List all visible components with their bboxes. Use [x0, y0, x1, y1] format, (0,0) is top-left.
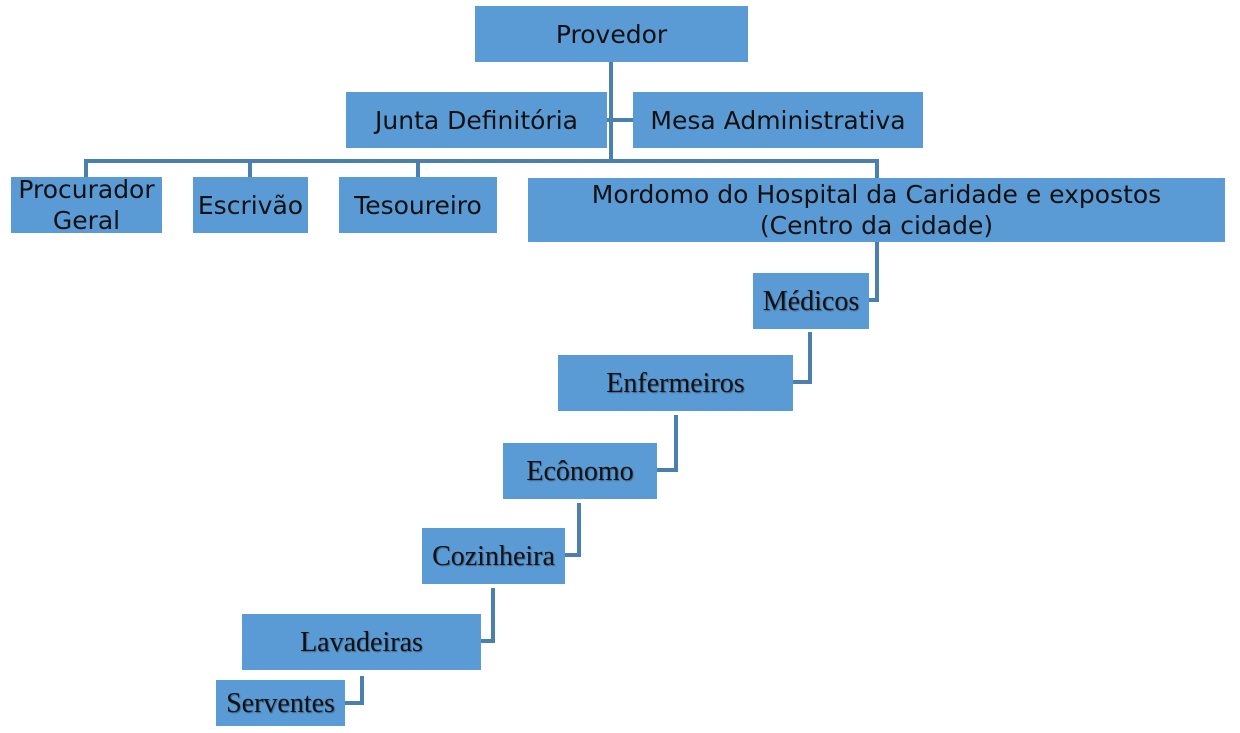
connector-lavadeiras — [479, 588, 495, 643]
node-escrivao-label: Escrivão — [197, 190, 304, 220]
node-medicos-label: Médicos — [762, 285, 860, 317]
node-lavadeiras-label: Lavadeiras — [300, 626, 423, 658]
node-economo-label: Ecônomo — [526, 455, 634, 487]
node-enfermeiros: Enfermeiros — [558, 355, 793, 411]
node-mesa-administrativa-label: Mesa Administrativa — [650, 105, 906, 135]
node-serventes: Serventes — [216, 680, 345, 726]
node-cozinheira-label: Cozinheira — [432, 540, 555, 572]
node-provedor: Provedor — [475, 6, 748, 62]
node-lavadeiras: Lavadeiras — [242, 614, 481, 670]
node-mordomo: Mordomo do Hospital da Caridade e expost… — [528, 178, 1225, 242]
connector-economo — [655, 415, 678, 472]
node-junta-definitoria: Junta Definitória — [346, 92, 607, 148]
node-mesa-administrativa: Mesa Administrativa — [633, 92, 923, 148]
node-procurador-geral-label: Procurador Geral — [18, 175, 155, 235]
node-junta-definitoria-label: Junta Definitória — [375, 105, 578, 135]
connector-medicos — [867, 240, 879, 302]
node-tesoureiro: Tesoureiro — [339, 177, 497, 233]
node-provedor-label: Provedor — [555, 19, 668, 49]
node-serventes-label: Serventes — [226, 687, 335, 719]
node-cozinheira: Cozinheira — [422, 528, 565, 584]
connector-cozinheira — [563, 503, 581, 557]
node-medicos: Médicos — [753, 273, 869, 329]
node-tesoureiro-label: Tesoureiro — [354, 190, 482, 220]
node-escrivao: Escrivão — [193, 177, 308, 233]
node-mordomo-label: Mordomo do Hospital da Caridade e expost… — [591, 180, 1162, 240]
node-economo: Ecônomo — [503, 443, 657, 499]
connector-serventes — [343, 676, 364, 705]
connector-enfermeiros — [791, 332, 812, 384]
node-enfermeiros-label: Enfermeiros — [606, 367, 745, 399]
node-procurador-geral: Procurador Geral — [11, 175, 162, 235]
